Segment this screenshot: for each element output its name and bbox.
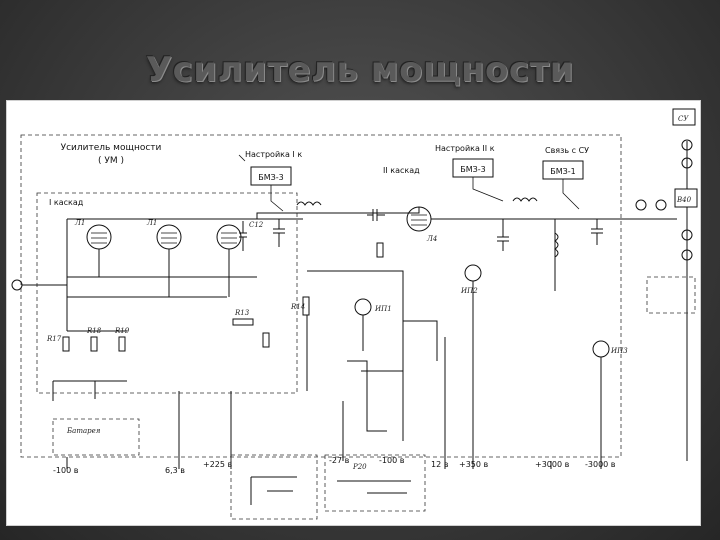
tube-stage-2-label: Л4	[426, 235, 437, 243]
rail-m27: -27 в	[329, 456, 350, 465]
resistor-r18-label: R18	[86, 327, 102, 335]
capacitor-c12-label: С12	[249, 221, 264, 229]
capacitor-output	[591, 219, 603, 245]
resistor-r17	[62, 336, 70, 352]
relay-contacts-2	[337, 480, 411, 494]
resistor-r13-label: R13	[234, 309, 250, 317]
coil-l3	[554, 219, 559, 261]
meter-ip2-label: ИП2	[460, 287, 478, 295]
block-subtitle: ( УМ )	[98, 156, 124, 166]
link-label: Связь с СУ	[545, 146, 589, 155]
relay-box-2	[324, 454, 426, 512]
anode-bus	[256, 207, 420, 220]
stage-2-label: II каскад	[383, 166, 420, 175]
schematic-drawing: Усилитель мощности ( УМ ) Настройка I к …	[11, 108, 698, 520]
coil-l1	[296, 201, 322, 206]
tube-2	[156, 224, 182, 250]
rail-p350: +350 в	[459, 460, 489, 469]
tuning-1-link	[238, 154, 284, 212]
capacitor-tuning-1	[273, 219, 285, 247]
resistor-r17-label: R17	[46, 335, 62, 343]
battery-box	[52, 418, 140, 456]
rail-m100: -100 в	[53, 466, 79, 475]
resistor-grid	[376, 242, 384, 258]
tuning-1-label: Настройка I к	[245, 150, 302, 159]
connector-6	[655, 199, 667, 211]
meter-ip3	[592, 340, 610, 358]
meter-ip1	[354, 298, 372, 316]
relay-contacts-1	[250, 476, 297, 505]
indicator-box	[646, 276, 696, 314]
rail-p225: +225 в	[203, 460, 233, 469]
stage-1-border	[36, 192, 298, 394]
rail-m3000: -3000 в	[585, 460, 616, 469]
resistor-r19-label: R19	[114, 327, 130, 335]
output-box-label: В40	[676, 196, 692, 204]
connector-5	[635, 199, 647, 211]
tube-cathode-leads	[98, 249, 230, 297]
capacitor-tuning-2	[497, 219, 509, 251]
tuning-2-label: Настройка II к	[435, 144, 495, 153]
su-box-label: СУ	[678, 115, 689, 123]
meter-ip3-label: ИП3	[610, 347, 628, 355]
tube-3	[216, 224, 242, 250]
connector-2	[681, 157, 693, 169]
block-title: Усилитель мощности	[61, 143, 162, 153]
rail-leads	[66, 391, 602, 469]
resistor-r14-label: R14	[290, 303, 305, 311]
bmz-label-1: БМЗ-3	[258, 173, 284, 182]
stage-1-wiring	[66, 218, 257, 332]
rail-v63: 6,3 в	[165, 466, 185, 475]
resistor-r19	[118, 336, 126, 352]
resistor-r14	[302, 296, 310, 316]
relay-r20-label: Р20	[352, 463, 367, 471]
amplifier-schematic: Усилитель мощности ( УМ ) Настройка I к …	[6, 100, 701, 526]
capacitor-coupling	[367, 209, 385, 221]
output-box	[674, 188, 698, 208]
tuning-2-link	[472, 177, 504, 202]
rail-v12: 12 в	[431, 460, 449, 469]
connector-3	[681, 229, 693, 241]
coil-l2	[512, 197, 538, 202]
su-box	[672, 108, 696, 126]
rail-m100b: -100 в	[379, 456, 405, 465]
tube-1-label: Л1	[74, 219, 85, 227]
bias-network	[306, 270, 438, 401]
bmz-label-3: БМЗ-1	[550, 167, 576, 176]
um-block-border	[20, 134, 622, 458]
stage-1-label: I каскад	[49, 198, 84, 207]
relay-wiring	[347, 360, 404, 441]
capacitor-c12	[239, 221, 247, 251]
rail-p3000: +3000 в	[535, 460, 570, 469]
tube-2-label: Л1	[146, 219, 157, 227]
battery-wiring	[52, 380, 127, 401]
meter-ip2	[464, 264, 482, 282]
resistor-r13	[232, 318, 254, 326]
connector-1	[681, 139, 693, 151]
bmz-label-2: БМЗ-3	[460, 165, 486, 174]
battery-label: Батарея	[66, 427, 101, 435]
slide-title: Усилитель мощности	[145, 50, 575, 90]
input-jack	[11, 279, 23, 291]
resistor-r18	[90, 336, 98, 352]
connector-4	[681, 249, 693, 261]
tube-1	[86, 224, 112, 250]
supply-leads	[444, 261, 602, 461]
relay-box-1	[230, 454, 318, 520]
meter-ip1-label: ИП1	[374, 305, 392, 313]
resistor-screen	[262, 332, 270, 348]
link-coupling	[562, 179, 580, 210]
